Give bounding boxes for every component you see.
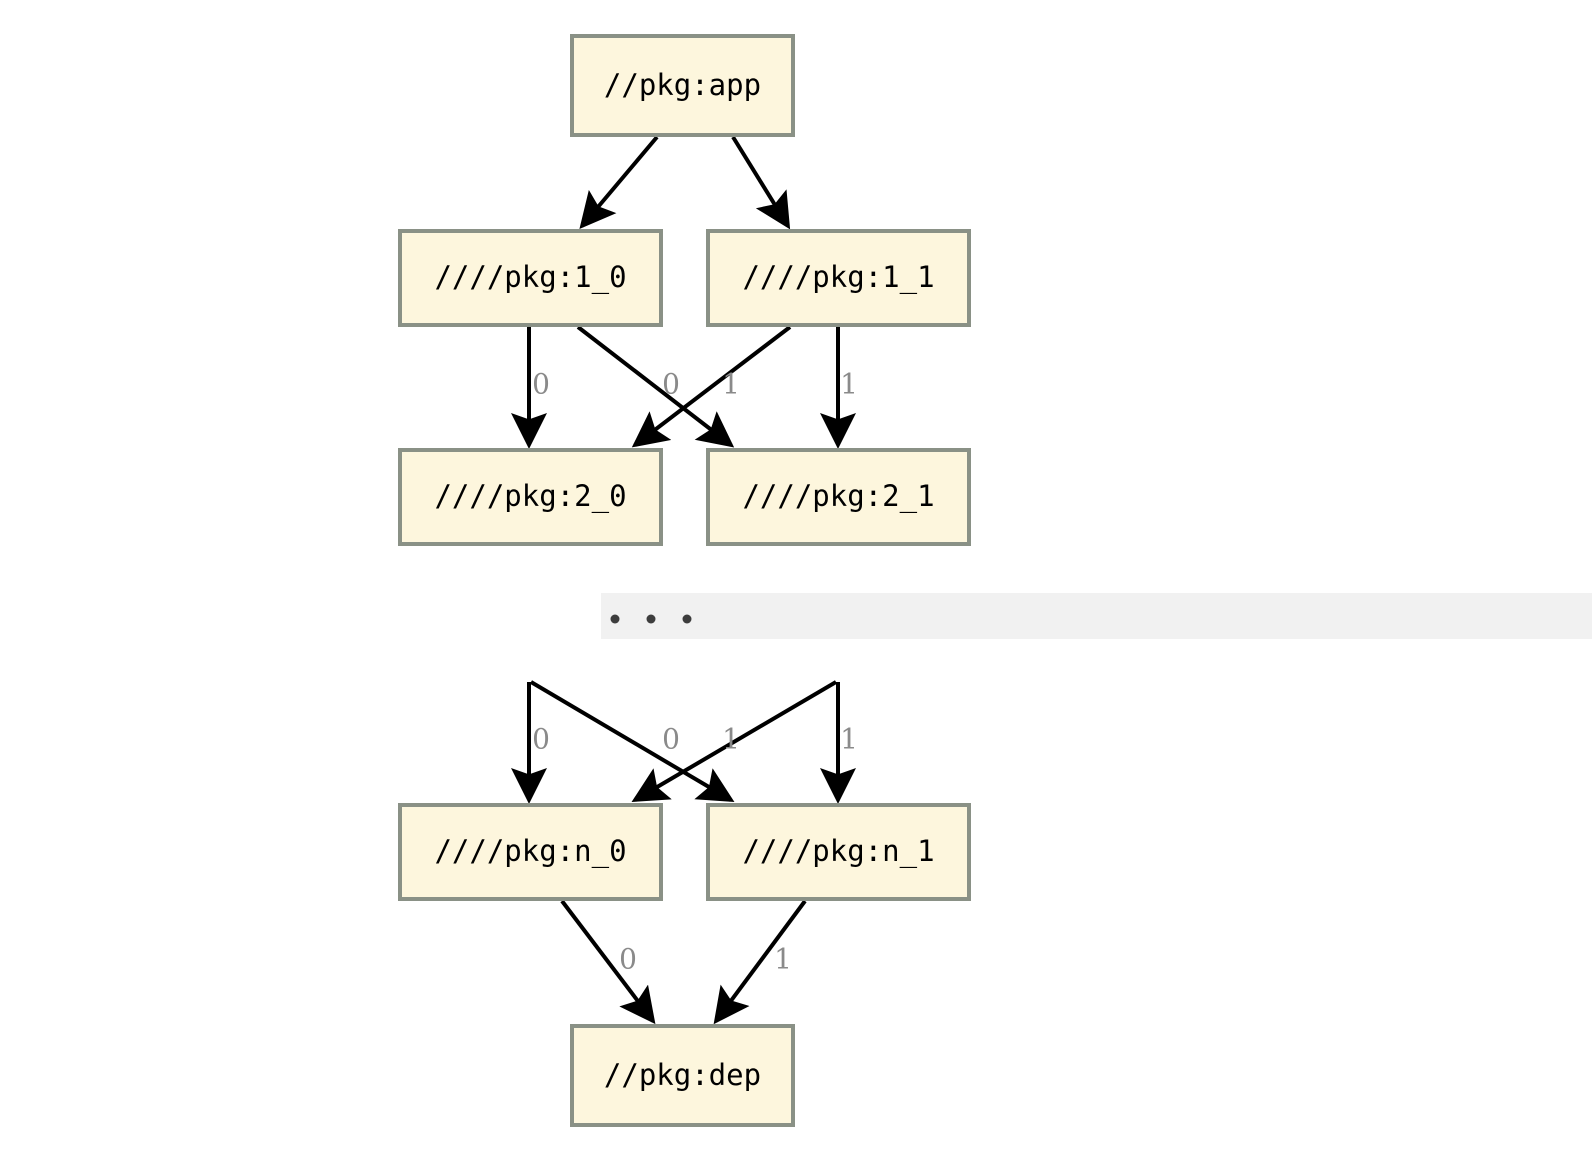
edge-label-upper-n_1: 0: [662, 723, 680, 756]
node-n_1-box[interactable]: [706, 803, 971, 901]
edge-1_0-to-2_1: [576, 325, 735, 448]
node-app-box[interactable]: [570, 34, 795, 137]
edge-label-1_1-2_1: 1: [840, 368, 858, 401]
edge-label-1_1-2_0: 1: [722, 368, 740, 401]
edge-label-upper-right-n_1: 1: [840, 723, 858, 756]
node-1_0-box[interactable]: [398, 229, 663, 327]
node-1_1-box[interactable]: [706, 229, 971, 327]
node-n_0[interactable]: ////pkg:n_0: [398, 803, 663, 901]
edge-label-1_0-2_1: 0: [662, 368, 680, 401]
edge-label-1_0-2_0: 0: [532, 368, 550, 401]
node-n_1[interactable]: ////pkg:n_1: [706, 803, 971, 901]
node-dep[interactable]: //pkg:dep: [570, 1024, 795, 1127]
edge-n_1-to-dep: [713, 899, 807, 1025]
node-1_0[interactable]: ////pkg:1_0: [398, 229, 663, 327]
edge-label-n_1-dep: 1: [774, 943, 792, 976]
edge-app-to-1_0: [579, 135, 659, 230]
node-2_0[interactable]: ////pkg:2_0: [398, 448, 663, 546]
node-n_0-label: ////pkg:n_0: [434, 834, 626, 869]
node-app-label: //pkg:app: [604, 68, 761, 102]
edge-label-upper-n_0: 0: [532, 723, 550, 756]
ellipsis-separator: [601, 593, 1592, 639]
node-dep-box[interactable]: [570, 1024, 795, 1127]
node-1_0-label: ////pkg:1_0: [434, 260, 626, 295]
ellipsis-bar: [601, 593, 1592, 639]
edge-layer: [511, 135, 856, 1025]
node-1_1-label: ////pkg:1_1: [742, 260, 934, 295]
edge-label-n_0-dep: 0: [619, 943, 637, 976]
node-2_1-label: ////pkg:2_1: [742, 479, 934, 514]
edge-upper-right-to-n_0: [631, 680, 838, 803]
edge-1_1-to-2_0: [631, 325, 792, 448]
edge-label-upper-right-n_0: 1: [722, 723, 740, 756]
node-n_0-box[interactable]: [398, 803, 663, 901]
edge-label-layer: 0 0 1 1 0 0 1 1 0 1: [532, 368, 858, 976]
node-dep-label: //pkg:dep: [604, 1058, 761, 1092]
node-1_1[interactable]: ////pkg:1_1: [706, 229, 971, 327]
ellipsis-dot-1: [610, 614, 620, 624]
edge-app-to-1_1: [731, 135, 791, 230]
node-layer: //pkg:app ////pkg:1_0 ////pkg:1_1 ////pk…: [398, 34, 971, 1127]
edge-upper-to-n_1: [529, 680, 735, 803]
node-app[interactable]: //pkg:app: [570, 34, 795, 137]
ellipsis-dot-3: [682, 614, 692, 624]
node-2_1[interactable]: ////pkg:2_1: [706, 448, 971, 546]
edge-n_0-to-dep: [560, 899, 656, 1025]
node-2_0-box[interactable]: [398, 448, 663, 546]
node-2_1-box[interactable]: [706, 448, 971, 546]
ellipsis-dot-2: [646, 614, 656, 624]
node-n_1-label: ////pkg:n_1: [742, 834, 934, 869]
node-2_0-label: ////pkg:2_0: [434, 479, 626, 514]
